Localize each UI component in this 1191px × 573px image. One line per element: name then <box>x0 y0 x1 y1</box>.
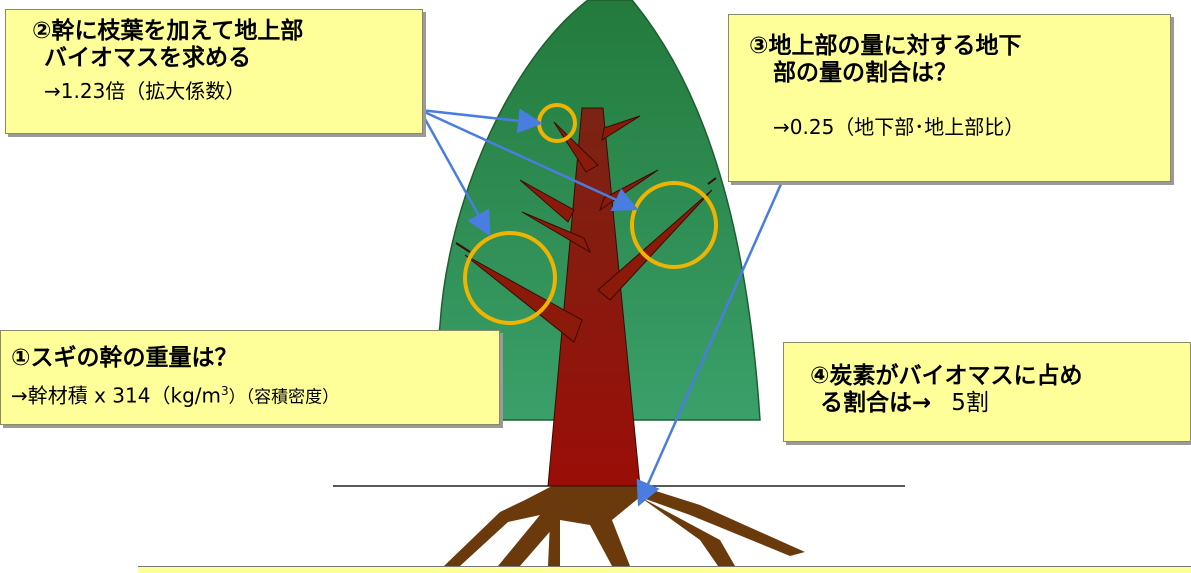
note-branch-expansion: ②幹に枝葉を加えて地上部 バイオマスを求める →1.23倍（拡大係数） <box>5 9 423 134</box>
note-below-line1: ③地上部の量に対する地下 <box>749 33 1022 59</box>
bottom-note-edge <box>138 566 1191 573</box>
note-stem-weight: ①スギの幹の重量は？ →幹材積 x 314（kg/m3）（容積密度） <box>0 330 500 425</box>
note-stem-detail: →幹材積 x 314（kg/m3）（容積密度） <box>11 378 499 411</box>
note-stem-detail-main: →幹材積 x 314（kg/m <box>11 383 221 408</box>
note-carbon-line1: ④炭素がバイオマスに占め <box>810 363 1083 389</box>
note-branch-detail: →1.23倍（拡大係数） <box>44 79 246 103</box>
note-belowground-ratio: ③地上部の量に対する地下 部の量の割合は？ →0.25（地下部･地上部比） <box>728 14 1171 182</box>
tree-roots <box>444 486 805 566</box>
note-branch-line2: バイオマスを求める <box>44 45 251 71</box>
note-branch-line1: ②幹に枝葉を加えて地上部 <box>32 18 304 44</box>
note-stem-detail-sup: 3 <box>220 384 229 398</box>
note-carbon-line2: る割合は→ 5割 <box>810 390 1190 417</box>
note-stem-title: ①スギの幹の重量は？ <box>11 345 238 371</box>
note-below-detail: →0.25（地下部･地上部比） <box>773 115 1025 139</box>
note-carbon-value: 5割 <box>951 390 989 416</box>
note-carbon-line2a: る割合は→ <box>820 390 932 416</box>
note-stem-detail-tail: ）（容積密度） <box>228 387 340 408</box>
note-carbon-fraction: ④炭素がバイオマスに占め る割合は→ 5割 <box>783 342 1191 442</box>
annotation-arrows <box>418 108 787 507</box>
note-below-line2: 部の量の割合は？ <box>773 60 957 86</box>
